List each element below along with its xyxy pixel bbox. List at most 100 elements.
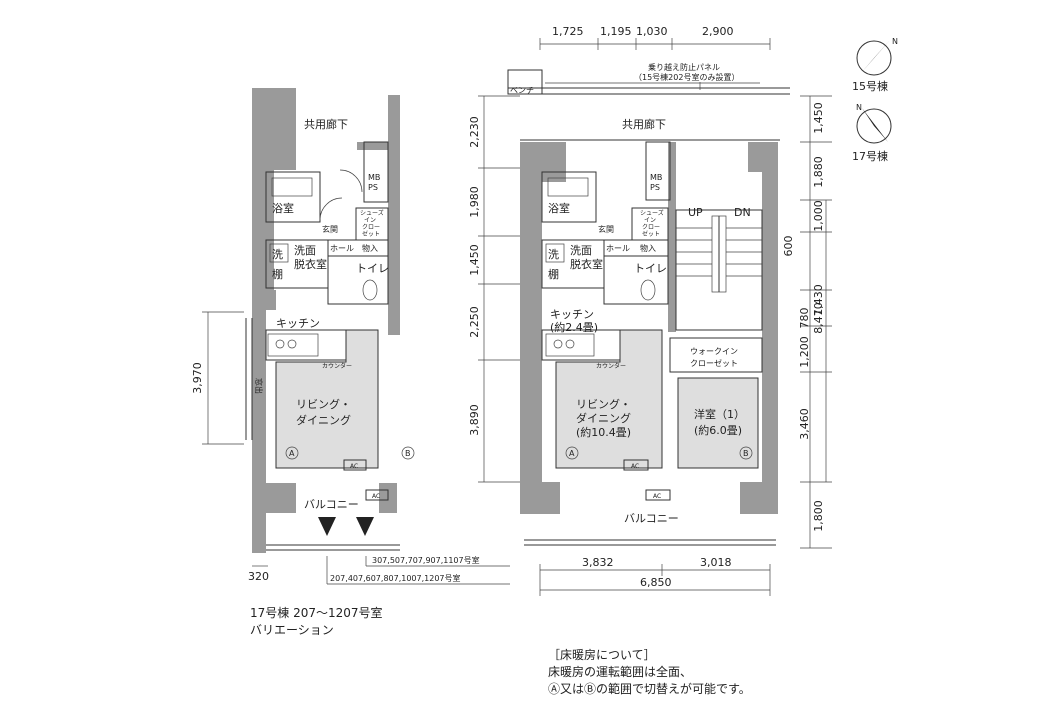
left-variant-2: 207,407,607,807,1007,1207号室 bbox=[330, 573, 461, 583]
left-ac-1: AC bbox=[350, 463, 358, 470]
right-dim-3: 1,000 bbox=[812, 200, 825, 232]
heating-note-line2: Ⓐ又はⒷの範囲で切替えが可能です。 bbox=[548, 682, 751, 696]
right-dim-total: 8,470 bbox=[812, 302, 825, 334]
bedroom-2: (約6.0畳) bbox=[694, 423, 742, 437]
right-zone-a: A bbox=[569, 449, 575, 458]
left-ac-2: AC bbox=[372, 493, 380, 500]
right-mb-left: MB bbox=[650, 173, 662, 182]
bottom-dim-2: 3,018 bbox=[700, 556, 732, 569]
right-dim-8: 3,460 bbox=[798, 408, 811, 440]
heating-note-title: ［床暖房について］ bbox=[548, 648, 656, 662]
right-shoes-1: シューズ bbox=[640, 209, 664, 217]
right-bath-label: 浴室 bbox=[548, 201, 570, 215]
right-dim-2: 1,880 bbox=[812, 156, 825, 188]
left-counter-label: カウンター bbox=[322, 362, 352, 370]
right-dim-4: 600 bbox=[782, 236, 795, 257]
right-shoes-3: クロー bbox=[642, 224, 660, 231]
left-ps-label: PS bbox=[368, 183, 378, 192]
left-wash-label: 洗 bbox=[272, 248, 283, 261]
right-shoes-2: イン bbox=[644, 217, 656, 224]
left-dim-2: 1,980 bbox=[468, 186, 481, 218]
left-living-2: ダイニング bbox=[296, 413, 351, 427]
stairs-dn-label: DN bbox=[734, 206, 751, 219]
panel-note-1: 乗り越え防止パネル bbox=[648, 62, 720, 72]
right-living-2: ダイニング bbox=[576, 411, 631, 425]
panel-note-2: （15号棟202号室のみ設置） bbox=[634, 72, 739, 82]
right-dim-9: 1,800 bbox=[812, 500, 825, 532]
stair-treads bbox=[676, 227, 762, 277]
bench-label: ベンチ bbox=[510, 86, 534, 95]
right-dim-6: 780 bbox=[798, 308, 811, 329]
left-shoes-3: クロー bbox=[362, 224, 380, 231]
left-dim-3: 1,450 bbox=[468, 244, 481, 276]
right-kitchen-1: キッチン bbox=[550, 308, 594, 321]
left-shoes-4: ゼット bbox=[362, 230, 380, 238]
right-washroom-1: 洗面 bbox=[570, 244, 592, 257]
right-ac-1: AC bbox=[631, 463, 639, 470]
left-shoes-1: シューズ bbox=[360, 209, 384, 217]
top-dim-3: 1,030 bbox=[636, 25, 668, 38]
left-hall-label: ホール bbox=[330, 244, 354, 253]
left-caption-1: 17号棟 207～1207号室 bbox=[250, 606, 383, 620]
left-toilet-label: トイレ bbox=[356, 262, 389, 275]
right-dim-1: 1,450 bbox=[812, 102, 825, 134]
left-caption-2: バリエーション bbox=[250, 623, 334, 637]
right-zone-b: B bbox=[743, 449, 749, 458]
right-dim-5: 1,430 bbox=[812, 284, 825, 316]
top-dim-1: 1,725 bbox=[552, 25, 584, 38]
right-shoes-4: ゼット bbox=[642, 230, 660, 238]
left-dim-4: 2,250 bbox=[468, 306, 481, 338]
right-entrance-label: 玄関 bbox=[598, 224, 614, 234]
left-unit-plan bbox=[202, 88, 510, 585]
right-living-1: リビング・ bbox=[576, 397, 631, 411]
compass-17-label: 17号棟 bbox=[852, 149, 888, 163]
right-storage-label: 物入 bbox=[640, 243, 656, 253]
left-zone-a: A bbox=[289, 449, 295, 458]
bedroom-1: 洋室（1） bbox=[694, 407, 745, 421]
compass-15-north: N bbox=[892, 37, 898, 46]
top-dim-4: 2,900 bbox=[702, 25, 734, 38]
right-living-3: (約10.4畳) bbox=[576, 425, 631, 439]
right-hall-label: ホール bbox=[606, 244, 630, 253]
right-unit-plan bbox=[478, 38, 832, 596]
left-corridor-label: 共用廊下 bbox=[304, 117, 348, 131]
right-ac-2: AC bbox=[653, 493, 661, 500]
left-entrance-label: 玄関 bbox=[322, 224, 338, 234]
left-shoes-2: イン bbox=[364, 217, 376, 224]
right-corridor-label: 共用廊下 bbox=[622, 117, 666, 131]
left-washroom-2: 脱衣室 bbox=[294, 257, 327, 271]
left-zone-b: B bbox=[405, 449, 411, 458]
right-kitchen-2: (約2.4畳) bbox=[550, 320, 598, 334]
left-balcony-label: バルコニー bbox=[304, 498, 359, 511]
right-washroom-2: 脱衣室 bbox=[570, 257, 603, 271]
right-ps-left: PS bbox=[650, 183, 660, 192]
left-living-1: リビング・ bbox=[296, 397, 351, 411]
walkin-2: クローゼット bbox=[690, 358, 738, 368]
bottom-dim-1: 3,832 bbox=[582, 556, 614, 569]
left-bath-label: 浴室 bbox=[272, 201, 294, 215]
right-balcony-label: バルコニー bbox=[624, 512, 679, 525]
right-counter-label: カウンター bbox=[596, 362, 626, 370]
compass-17 bbox=[856, 108, 892, 144]
left-washroom-1: 洗面 bbox=[294, 244, 316, 257]
right-dim-7: 1,200 bbox=[798, 336, 811, 368]
left-storage-label: 物入 bbox=[362, 243, 378, 253]
left-dim-5: 3,890 bbox=[468, 404, 481, 436]
left-variant-1: 307,507,707,907,1107号室 bbox=[372, 555, 480, 565]
compass-15 bbox=[856, 40, 892, 76]
left-kitchen-label: キッチン bbox=[276, 317, 320, 330]
compass-17-north: N bbox=[856, 103, 862, 112]
stairs-up-label: UP bbox=[688, 206, 703, 219]
right-toilet-label: トイレ bbox=[634, 262, 667, 275]
left-dim-height: 3,970 bbox=[191, 362, 204, 394]
compass-15-label: 15号棟 bbox=[852, 79, 888, 93]
left-dim-1: 2,230 bbox=[468, 116, 481, 148]
right-shelf-label: 棚 bbox=[548, 267, 559, 281]
left-dim-bottom: 320 bbox=[248, 570, 269, 583]
walkin-1: ウォークイン bbox=[690, 347, 738, 356]
left-window-label: 窓出 bbox=[254, 378, 264, 394]
left-shelf-label: 棚 bbox=[272, 267, 283, 281]
heating-note-line1: 床暖房の運転範囲は全面、 bbox=[548, 665, 693, 679]
right-wash-label: 洗 bbox=[548, 248, 559, 261]
